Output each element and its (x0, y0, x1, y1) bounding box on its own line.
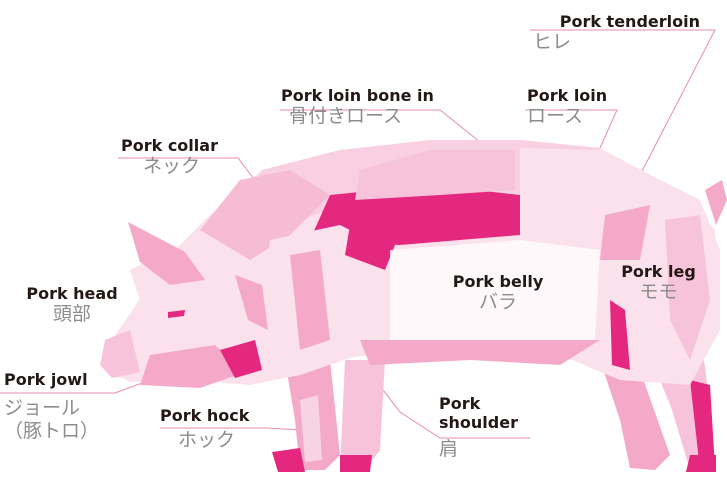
label-shoulder: Pork shoulder 肩 (439, 394, 518, 461)
label-leg-jp: モモ (611, 281, 706, 304)
label-jowl-jp: ジョール (4, 397, 99, 420)
label-head-en: Pork head (12, 284, 132, 303)
label-belly-en: Pork belly (438, 272, 558, 291)
tail (705, 180, 727, 225)
front-hoof-1 (272, 448, 305, 472)
label-shoulder-jp: 肩 (439, 438, 518, 461)
label-collar: Pork collar ネック (121, 136, 218, 178)
label-jowl-jp2: （豚トロ） (4, 420, 99, 443)
label-loin-bone-in: Pork loin bone in 骨付きロース (281, 86, 434, 128)
label-head-jp: 頭部 (12, 303, 132, 326)
label-tenderloin-en: Pork tenderloin (525, 12, 700, 31)
label-jowl: Pork jowl ジョール （豚トロ） (4, 370, 99, 443)
label-tenderloin-jp: ヒレ (525, 31, 700, 54)
label-belly-jp: バラ (438, 291, 558, 314)
rear-hoof (686, 455, 716, 472)
label-hock-en: Pork hock (160, 406, 249, 425)
label-head: Pork head 頭部 (12, 284, 132, 326)
loin-panel (520, 148, 600, 200)
belly-bottom (360, 340, 600, 365)
label-hock-jp: ホック (160, 429, 249, 452)
label-collar-en: Pork collar (121, 136, 218, 155)
label-belly: Pork belly バラ (438, 272, 558, 314)
label-jowl-en: Pork jowl (4, 370, 99, 389)
label-loin-en: Pork loin (527, 86, 607, 105)
label-tenderloin: Pork tenderloin ヒレ (525, 12, 700, 54)
label-shoulder-en2: shoulder (439, 413, 518, 432)
label-leg-en: Pork leg (611, 262, 706, 281)
label-loin: Pork loin ロース (527, 86, 607, 128)
label-shoulder-en: Pork (439, 394, 518, 413)
label-leg: Pork leg モモ (611, 262, 706, 304)
label-collar-jp: ネック (121, 155, 218, 178)
label-loin-bone-in-jp: 骨付きロース (281, 105, 434, 128)
label-hock: Pork hock ホック (160, 406, 249, 452)
front-hoof-2 (340, 455, 372, 472)
front-leg-near (340, 360, 385, 470)
label-loin-jp: ロース (527, 105, 607, 128)
label-loin-bone-in-en: Pork loin bone in (281, 86, 434, 105)
